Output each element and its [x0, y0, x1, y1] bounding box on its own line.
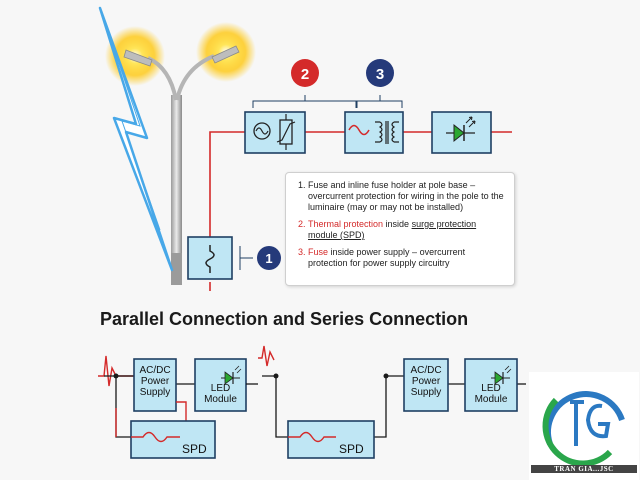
badge-1: 1: [257, 246, 281, 270]
company-name: TRAN GIA...JSC: [531, 465, 637, 473]
svg-text:2: 2: [301, 66, 309, 83]
main-circuit-wires: [209, 131, 512, 291]
badge-3: 3: [366, 59, 394, 87]
parallel-spd-label: SPD: [182, 442, 207, 456]
power-supply-box: [344, 111, 404, 154]
series-spd-label: SPD: [339, 442, 364, 456]
parallel-psu-label: AC/DC Power Supply: [139, 365, 171, 398]
parallel-led-label: LED Module: [204, 383, 237, 405]
led-icon: [446, 116, 476, 143]
led-box: [431, 111, 492, 154]
parallel-diagram: [98, 355, 258, 459]
section-heading: Parallel Connection and Series Connectio…: [100, 309, 469, 329]
surge-protection-icon: [253, 114, 296, 150]
led-icon: [221, 365, 242, 385]
protection-notes-box: Fuse and inline fuse holder at pole base…: [285, 172, 515, 286]
brackets: [239, 95, 403, 270]
series-led-label: LED Module: [474, 383, 508, 405]
note-item-2: Thermal protection inside surge protecti…: [308, 219, 506, 241]
pole-base-fuse-box: [187, 236, 233, 280]
spd-box: [244, 111, 306, 154]
transformer-icon: [375, 121, 399, 144]
surge-spike-icon: [258, 345, 275, 367]
series-psu-label: AC/DC Power Supply: [410, 365, 442, 398]
svg-text:3: 3: [376, 66, 384, 83]
company-logo-icon: [529, 372, 639, 480]
note-item-3: Fuse inside power supply – overcurrent p…: [308, 247, 506, 269]
svg-text:1: 1: [265, 251, 272, 266]
fuse-icon: [205, 245, 215, 273]
note-item-1: Fuse and inline fuse holder at pole base…: [308, 180, 506, 213]
lightning-bolt-icon: [98, 6, 174, 272]
series-diagram: [258, 345, 526, 459]
badge-2: 2: [291, 59, 319, 87]
led-icon: [491, 365, 512, 385]
